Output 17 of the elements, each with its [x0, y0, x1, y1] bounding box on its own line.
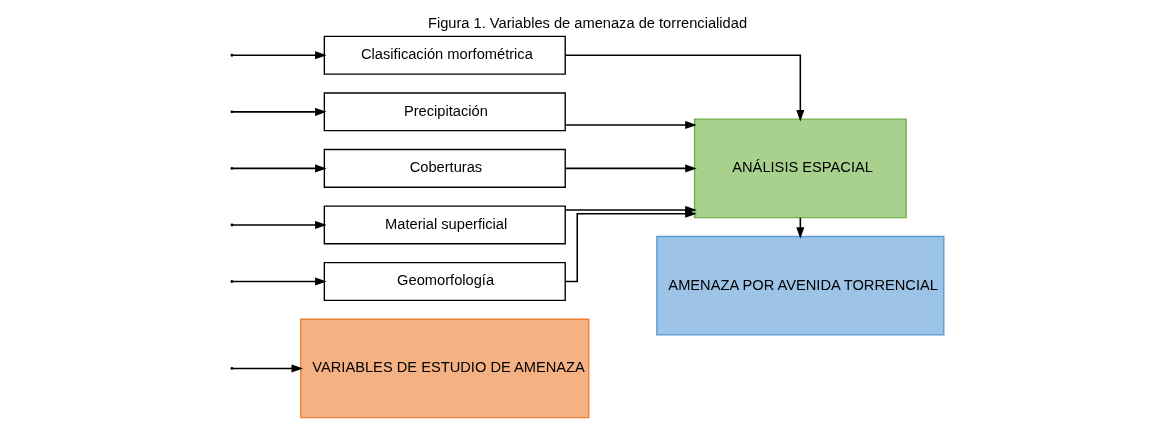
- node-box: ANÁLISIS ESPACIAL: [693, 118, 907, 219]
- node-box: Clasificación morfométrica: [323, 35, 566, 75]
- arrow: [564, 209, 697, 283]
- node-box: Coberturas: [323, 148, 566, 188]
- arrow: [564, 54, 804, 122]
- node-box: VARIABLES DE ESTUDIO DE AMENAZA: [299, 318, 589, 419]
- node-box: Precipitación: [323, 92, 566, 132]
- diagram-title: Figura 1. Variables de amenaza de torrencialidad: [427, 15, 747, 32]
- node-box: Material superficial: [323, 205, 566, 245]
- arrow: [564, 120, 697, 129]
- arrow: [564, 164, 697, 173]
- arrow: [231, 164, 327, 173]
- arrow: [231, 364, 303, 373]
- arrow: [231, 277, 327, 286]
- arrow: [231, 51, 327, 60]
- node-box: Geomorfología: [323, 261, 566, 302]
- node-box: AMENAZA POR AVENIDA TORRENCIAL: [655, 235, 944, 336]
